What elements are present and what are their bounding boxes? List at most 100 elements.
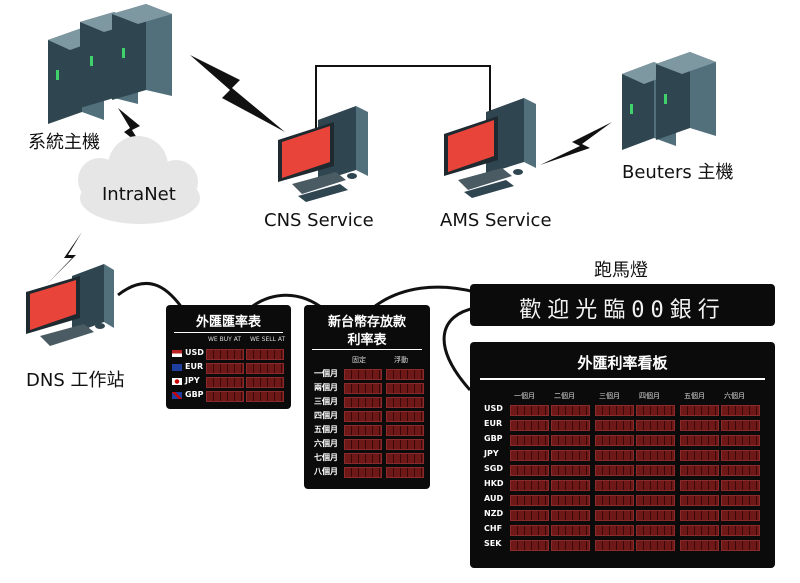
divider: [480, 378, 765, 380]
term-label: 四個月: [314, 411, 338, 420]
rate-cell: [386, 453, 424, 464]
rate-cell: [680, 525, 719, 536]
term-header: 四個月: [639, 392, 660, 400]
rate-cell: [636, 540, 675, 551]
ams-service-label: AMS Service: [440, 210, 552, 231]
rate-cell: [510, 405, 549, 416]
rate-cell: [595, 420, 634, 431]
usa-flag-icon: [172, 350, 182, 357]
marquee-board: 歡迎光臨00銀行: [470, 284, 775, 326]
japan-flag-icon: [172, 378, 182, 385]
ntd-title-line1: 新台幣存放款: [327, 315, 406, 330]
term-label: 三個月: [314, 397, 338, 406]
rate-cell: [595, 450, 634, 461]
divider: [312, 349, 422, 350]
rate-cell: [636, 510, 675, 521]
rate-cell: [551, 405, 590, 416]
rate-cell: [680, 465, 719, 476]
rate-cell: [595, 480, 634, 491]
rate-cell: [206, 377, 244, 388]
rate-cell: [595, 465, 634, 476]
cns-service-label: CNS Service: [264, 210, 374, 231]
rate-cell: [721, 480, 760, 491]
rate-cell: [721, 435, 760, 446]
rate-cell: [246, 391, 284, 402]
rate-cell: [721, 510, 760, 521]
column-header: 固定: [352, 356, 366, 364]
rate-cell: [551, 435, 590, 446]
term-label: 六個月: [314, 439, 338, 448]
rate-cell: [344, 439, 382, 450]
term-header: 六個月: [724, 392, 745, 400]
rate-cell: [721, 450, 760, 461]
uk-flag-icon: [172, 392, 182, 399]
rate-cell: [344, 397, 382, 408]
marquee-to-board-cable: [442, 306, 476, 391]
rate-cell: [386, 369, 424, 380]
dns-workstation-label: DNS 工作站: [26, 370, 125, 391]
ntd-title-line2: 利率表: [347, 333, 387, 348]
rate-cell: [680, 495, 719, 506]
currency-label: JPY: [484, 449, 499, 458]
rate-cell: [636, 465, 675, 476]
rate-cell: [680, 405, 719, 416]
lightning-icon: [190, 55, 285, 132]
server-rack-icon: [48, 4, 172, 124]
rate-cell: [551, 480, 590, 491]
computer-icon: [444, 98, 536, 198]
divider: [174, 332, 283, 333]
fx-small-title: 外匯匯率表: [195, 315, 261, 330]
term-label: 兩個月: [314, 383, 338, 392]
rate-cell: [721, 465, 760, 476]
rate-cell: [595, 540, 634, 551]
rate-cell: [386, 467, 424, 478]
computer-icon: [278, 106, 368, 202]
term-label: 一個月: [314, 369, 338, 378]
rate-cell: [344, 453, 382, 464]
rate-cell: [636, 480, 675, 491]
ntd-rate-board: 新台幣存放款 利率表 固定 浮動 一個月 兩個月 三個月 四個月 五個月 六個月…: [304, 305, 430, 489]
rate-cell: [551, 540, 590, 551]
rate-cell: [344, 383, 382, 394]
currency-label: JPY: [185, 376, 200, 385]
rate-cell: [386, 397, 424, 408]
currency-label: SEK: [484, 539, 502, 548]
rate-cell: [510, 510, 549, 521]
rate-cell: [246, 377, 284, 388]
rate-cell: [344, 411, 382, 422]
rate-cell: [510, 435, 549, 446]
rate-cell: [636, 495, 675, 506]
rate-cell: [510, 480, 549, 491]
term-header: 三個月: [599, 392, 620, 400]
rate-cell: [636, 435, 675, 446]
rate-cell: [551, 420, 590, 431]
column-header: 浮動: [394, 356, 408, 364]
rate-cell: [636, 405, 675, 416]
rate-cell: [595, 510, 634, 521]
beuters-host-label: Beuters 主機: [622, 162, 734, 183]
fx-rate-board-small: 外匯匯率表 WE BUY AT WE SELL AT USD EUR JPY G…: [166, 305, 291, 409]
rate-cell: [721, 540, 760, 551]
rate-cell: [551, 465, 590, 476]
cns-ams-connection: [315, 65, 491, 138]
eu-flag-icon: [172, 364, 182, 371]
rate-cell: [551, 450, 590, 461]
currency-label: GBP: [484, 434, 503, 443]
rate-cell: [510, 495, 549, 506]
currency-label: GBP: [185, 390, 204, 399]
rate-cell: [636, 525, 675, 536]
rate-cell: [510, 525, 549, 536]
rate-cell: [680, 540, 719, 551]
rate-cell: [636, 450, 675, 461]
currency-label: NZD: [484, 509, 504, 518]
rate-cell: [206, 391, 244, 402]
rate-cell: [595, 435, 634, 446]
cloud-icon: [78, 136, 200, 224]
rate-cell: [510, 540, 549, 551]
rate-cell: [551, 510, 590, 521]
rate-cell: [680, 450, 719, 461]
rate-cell: [551, 495, 590, 506]
rate-cell: [246, 363, 284, 374]
